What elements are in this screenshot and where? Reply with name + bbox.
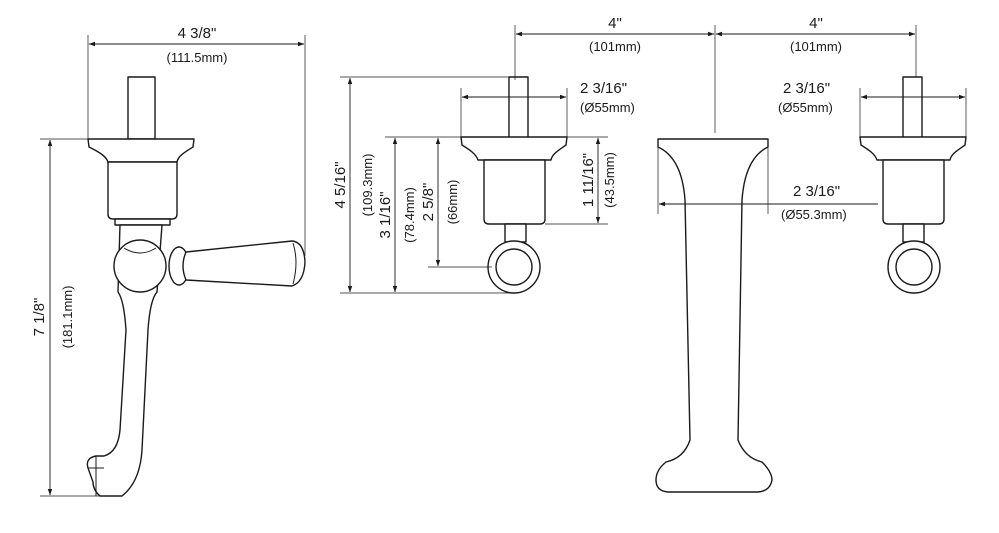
right-valve-stem bbox=[902, 76, 923, 140]
dim-valve-body-height-mm: (78.4mm) bbox=[402, 187, 417, 243]
dim-left-valve-flange-mm: (Ø55mm) bbox=[580, 100, 635, 115]
dim-spout-height: 7 1/8" (181.1mm) bbox=[31, 138, 100, 497]
dim-spout-base: 2 3/16" (Ø55.3mm) bbox=[657, 147, 878, 222]
dim-right-valve-flange-inch: 2 3/16" bbox=[783, 80, 830, 97]
dim-right-valve-flange-mm: (Ø55mm) bbox=[778, 100, 833, 115]
spout bbox=[86, 224, 163, 497]
left-valve-flange bbox=[460, 136, 568, 161]
valve-body bbox=[107, 161, 178, 220]
dim-spout-base-mm: (Ø55.3mm) bbox=[781, 207, 847, 222]
dim-left-valve-flange: 2 3/16" (Ø55mm) bbox=[460, 80, 635, 137]
dim-spacing-left-mm: (101mm) bbox=[589, 39, 641, 54]
dim-valve-body-height-inch: 3 1/16" bbox=[377, 191, 394, 238]
left-valve-handle-inner bbox=[495, 248, 533, 286]
dim-valve-body-depth: 1 11/16" (43.5mm) bbox=[545, 136, 617, 225]
dim-left-valve-flange-inch: 2 3/16" bbox=[580, 80, 627, 97]
spout-front bbox=[655, 138, 773, 493]
dim-valve-upper-height: 2 5/8" (66mm) bbox=[420, 137, 492, 268]
flange bbox=[87, 138, 195, 163]
dim-spacing-right-inch: 4" bbox=[809, 15, 823, 32]
dim-valve-total-height-mm: (109.3mm) bbox=[360, 154, 375, 217]
right-valve-handle-inner bbox=[895, 248, 933, 286]
dim-spacing-right-mm: (101mm) bbox=[790, 39, 842, 54]
dim-valve-body-depth-mm: (43.5mm) bbox=[602, 152, 617, 208]
dim-spout-base-inch: 2 3/16" bbox=[793, 183, 840, 200]
right-valve-view bbox=[859, 76, 967, 294]
left-valve-neck bbox=[504, 223, 527, 243]
dim-spout-height-inch: 7 1/8" bbox=[31, 298, 48, 337]
right-valve-flange bbox=[859, 136, 967, 161]
dim-spacing-left-inch: 4" bbox=[608, 15, 622, 32]
dim-valve-upper-height-inch: 2 5/8" bbox=[420, 183, 437, 222]
dim-spout-width: 4 3/8" (111.5mm) bbox=[87, 25, 306, 256]
valve-stem bbox=[127, 76, 156, 140]
dim-center-spacing: 4" (101mm) 4" (101mm) bbox=[514, 15, 917, 133]
left-valve-view bbox=[460, 76, 568, 294]
left-valve-stem bbox=[508, 76, 529, 140]
dim-valve-total-height-inch: 4 5/16" bbox=[332, 161, 349, 208]
spout-side-view bbox=[86, 76, 306, 497]
hub-detail bbox=[123, 247, 157, 254]
dim-spout-width-mm: (111.5mm) bbox=[167, 50, 228, 65]
dim-valve-body-height: 3 1/16" (78.4mm) bbox=[377, 136, 461, 293]
handle-hub bbox=[113, 239, 167, 293]
dim-valve-body-depth-inch: 1 11/16" bbox=[580, 153, 597, 207]
dim-spout-height-mm: (181.1mm) bbox=[60, 286, 75, 349]
left-valve-body bbox=[483, 159, 546, 225]
lever-tip bbox=[292, 242, 297, 285]
dim-valve-upper-height-mm: (66mm) bbox=[445, 180, 460, 225]
dim-right-valve-flange: 2 3/16" (Ø55mm) bbox=[778, 80, 967, 137]
spout-base bbox=[88, 456, 104, 496]
collar bbox=[114, 218, 171, 226]
spout-front-view bbox=[655, 138, 773, 493]
handle-lever bbox=[182, 240, 306, 287]
dim-spout-width-inch: 4 3/8" bbox=[178, 25, 217, 42]
right-valve-neck bbox=[902, 223, 925, 243]
dim-valve-total-height: 4 5/16" (109.3mm) bbox=[332, 76, 514, 294]
right-valve-body bbox=[882, 159, 945, 225]
